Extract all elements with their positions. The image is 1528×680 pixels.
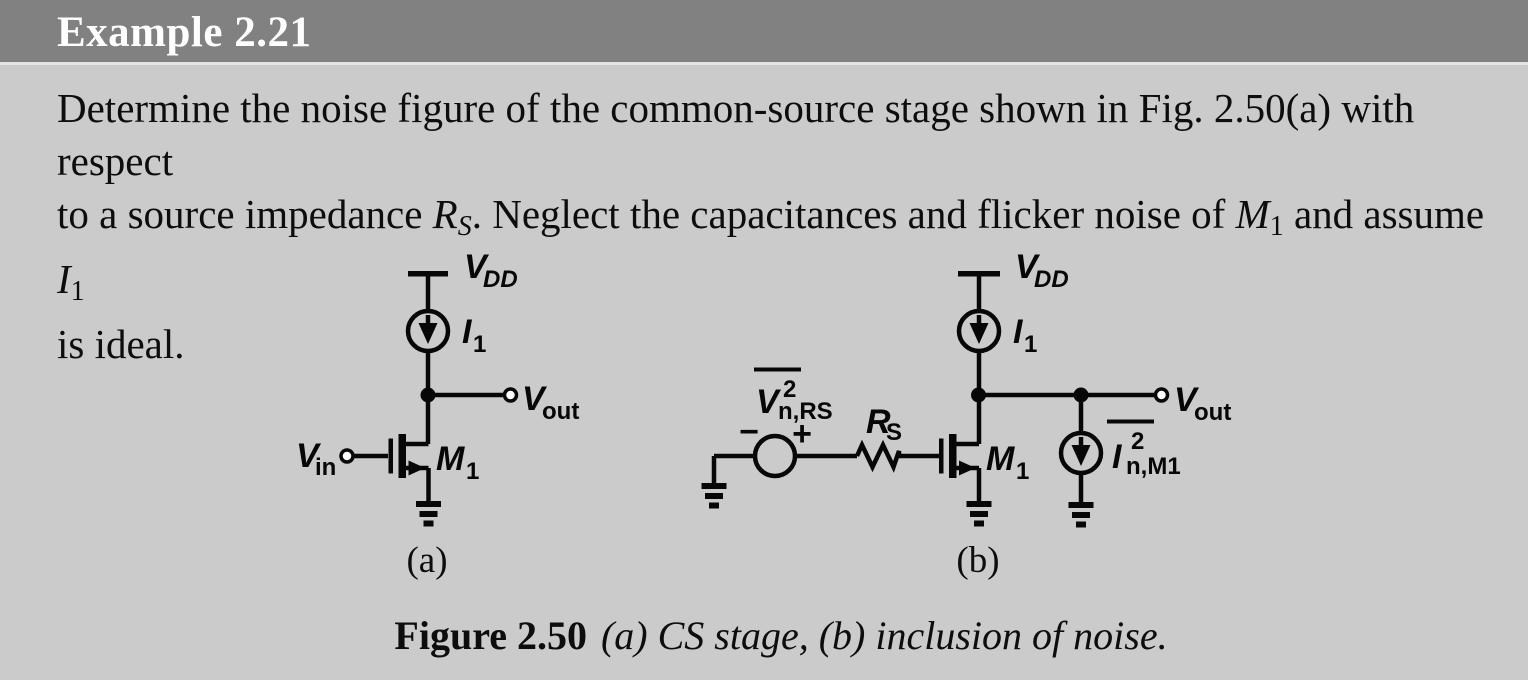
svg-text:DD: DD	[1034, 266, 1069, 293]
label-vdd-a: V	[464, 248, 490, 286]
vdd-rail-a	[408, 271, 448, 277]
circuit-a: V DD I 1 V out V in M 1 (a)	[296, 248, 579, 581]
vout-terminal-b	[1153, 387, 1170, 403]
svg-text:out: out	[1194, 399, 1231, 426]
problem-line-3: is ideal.	[57, 321, 185, 367]
header-divider	[0, 62, 1528, 65]
vout-terminal-a	[502, 387, 519, 403]
ground-a	[416, 501, 441, 527]
svg-text:2: 2	[783, 376, 796, 403]
svg-text:n,RS: n,RS	[778, 398, 833, 425]
var-RS: R	[432, 191, 458, 237]
label-inm1: I	[1112, 438, 1123, 476]
figure-caption-number: Figure 2.50	[394, 613, 587, 658]
current-source-I1-b	[959, 311, 999, 351]
var-I1: I	[57, 256, 71, 302]
minus-sign: −	[739, 413, 759, 451]
example-title: Example 2.21	[57, 9, 312, 56]
svg-text:1: 1	[1024, 331, 1037, 358]
figure-caption-text: (a) CS stage, (b) inclusion of noise.	[600, 613, 1168, 658]
svg-text:S: S	[886, 419, 902, 446]
svg-text:1: 1	[466, 458, 479, 485]
noise-voltage-source-vnrs	[752, 433, 798, 479]
svg-text:out: out	[542, 398, 579, 425]
label-vnrs: V	[756, 383, 782, 421]
label-m1-b: M	[986, 440, 1015, 478]
resistor-RS	[854, 439, 902, 473]
figure-caption: Figure 2.50 (a) CS stage, (b) inclusion o…	[0, 612, 1528, 659]
label-rs: R	[866, 403, 891, 441]
problem-line-2: to a source impedance RS. Neglect the ca…	[57, 191, 1485, 307]
example-header-bar: Example 2.21	[0, 0, 1528, 62]
current-source-I1-a	[408, 311, 448, 351]
svg-text:DD: DD	[483, 266, 518, 293]
svg-text:n,M1: n,M1	[1126, 453, 1181, 480]
plus-sign: +	[792, 415, 812, 453]
subfigure-tag-b: (b)	[956, 540, 999, 581]
ground-inoise	[1068, 502, 1094, 528]
subfigure-tag-a: (a)	[406, 540, 447, 581]
svg-text:in: in	[315, 454, 336, 481]
noise-current-source-inm1	[1061, 433, 1101, 473]
svg-text:1: 1	[473, 331, 486, 358]
var-M1: M	[1235, 191, 1270, 237]
svg-text:1: 1	[1016, 458, 1029, 485]
vdd-rail-b	[958, 271, 1000, 277]
vin-terminal-a	[339, 448, 355, 464]
label-m1-a: M	[436, 440, 465, 478]
problem-statement: Determine the noise figure of the common…	[57, 82, 1497, 371]
label-vin-a: V	[296, 437, 322, 475]
mosfet-M1-a	[389, 434, 429, 478]
label-vout-b: V	[1174, 381, 1200, 419]
svg-text:2: 2	[1131, 428, 1144, 455]
problem-line-1: Determine the noise figure of the common…	[57, 85, 1415, 184]
ground-vnoise	[701, 483, 727, 509]
ground-m1-b	[966, 501, 992, 527]
mosfet-M1-b	[939, 434, 979, 478]
circuit-b: V DD I 1 V out V 2 n,RS − + R S M 1 I 2 …	[701, 248, 1231, 581]
label-vdd-b: V	[1015, 248, 1041, 286]
label-vout-a: V	[522, 380, 548, 418]
label-i1-a: I	[462, 313, 473, 351]
label-i1-b: I	[1013, 313, 1024, 351]
